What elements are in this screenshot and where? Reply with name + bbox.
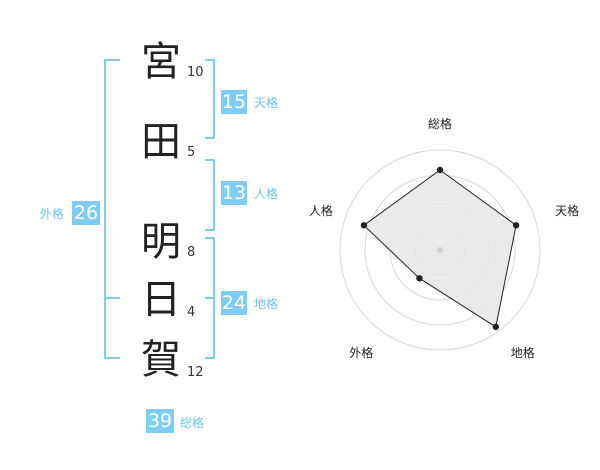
radar-axis-label: 外格 <box>349 345 373 360</box>
stroke-count-4: 4 <box>187 305 196 320</box>
radar-point <box>512 222 520 229</box>
gaikaku-value: 26 <box>72 201 100 225</box>
name-char-4: 日 <box>141 277 181 323</box>
stroke-count-2: 5 <box>187 145 196 160</box>
radar-center <box>437 247 443 253</box>
jinkaku-label: 人格 <box>254 187 279 201</box>
gaikaku-label: 外格 <box>40 207 65 221</box>
jinkaku-value: 13 <box>221 181 247 205</box>
name-char-3: 明 <box>141 219 181 265</box>
radar-axis-label: 人格 <box>309 203 333 218</box>
chikaku-value: 24 <box>221 291 247 315</box>
stroke-count-1: 10 <box>187 65 204 80</box>
radar-point <box>416 275 423 282</box>
radar-ring <box>339 149 541 351</box>
radar-axis-label: 総格 <box>428 116 452 131</box>
name-char-1: 宮 <box>141 39 181 85</box>
soukaku-value: 39 <box>146 409 174 433</box>
name-char-5: 賀 <box>141 337 181 383</box>
radar-axis-label: 天格 <box>555 203 579 218</box>
radar-point <box>360 222 368 229</box>
radar-point <box>492 323 500 331</box>
soukaku-label: 総格 <box>180 416 205 430</box>
tenkaku-label: 天格 <box>254 96 279 110</box>
name-char-2: 田 <box>141 119 181 165</box>
chikaku-label: 地格 <box>254 297 279 311</box>
stroke-count-5: 12 <box>187 365 204 380</box>
radar-point <box>436 166 444 174</box>
stroke-count-3: 8 <box>187 245 196 260</box>
radar-axis-label: 地格 <box>511 345 535 360</box>
tenkaku-value: 15 <box>221 90 247 114</box>
